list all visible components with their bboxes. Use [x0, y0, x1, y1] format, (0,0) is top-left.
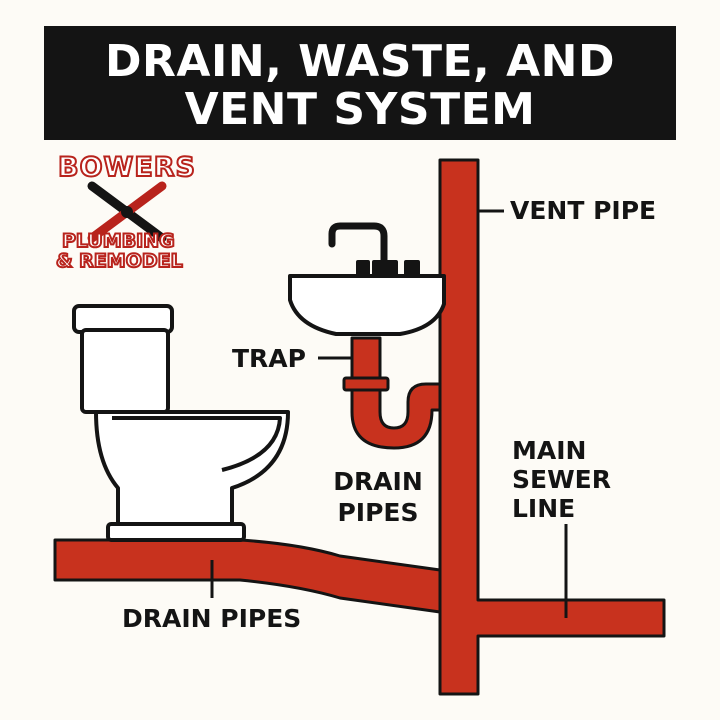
- faucet-handle-right: [404, 260, 420, 278]
- sink-basin: [288, 274, 446, 336]
- drain-pipes-mid-line-2: PIPES: [337, 498, 419, 527]
- drain-pipes-mid-line-1: DRAIN: [333, 467, 423, 496]
- title-line-2: VENT SYSTEM: [184, 84, 536, 135]
- drain-pipes-mid-label: DRAIN PIPES: [318, 466, 438, 528]
- trap-label: TRAP: [232, 344, 306, 373]
- toilet-tank: [80, 328, 170, 414]
- bowers-logo: BOWERS PLUMBING & REMODEL: [52, 150, 202, 278]
- trap-pipe: [350, 336, 442, 450]
- logo-bottom-text: & REMODEL: [55, 249, 184, 273]
- logo-top-text: BOWERS: [57, 151, 196, 184]
- leader-lines: [210, 209, 568, 618]
- faucet-icon: [328, 222, 388, 270]
- drain-pipes-bottom-label: DRAIN PIPES: [122, 604, 302, 633]
- wrench-icon: [87, 181, 167, 243]
- toilet-bowl: [94, 410, 290, 530]
- toilet-seat-rim: [112, 416, 282, 472]
- title-banner: DRAIN, WASTE, AND VENT SYSTEM: [44, 26, 676, 140]
- sink-icon: [288, 222, 446, 336]
- pipe-network: [53, 158, 666, 696]
- main-sewer-line-1: MAIN: [512, 436, 587, 465]
- main-sewer-line-3: LINE: [512, 494, 576, 523]
- vent-stack-pipe: [438, 158, 666, 696]
- toilet-icon: [72, 304, 290, 542]
- faucet-base: [372, 260, 398, 278]
- logo-middle-text: PLUMBING: [61, 229, 176, 253]
- main-sewer-line-label: MAIN SEWER LINE: [512, 436, 611, 523]
- faucet-handle-left: [356, 260, 370, 278]
- horizontal-drain-pipe: [53, 538, 442, 614]
- vent-pipe-label: VENT PIPE: [510, 196, 657, 225]
- toilet-base: [106, 522, 246, 542]
- main-sewer-line-2: SEWER: [512, 465, 611, 494]
- trap-slip-nut: [342, 376, 390, 392]
- title-line-1: DRAIN, WASTE, AND: [105, 36, 615, 87]
